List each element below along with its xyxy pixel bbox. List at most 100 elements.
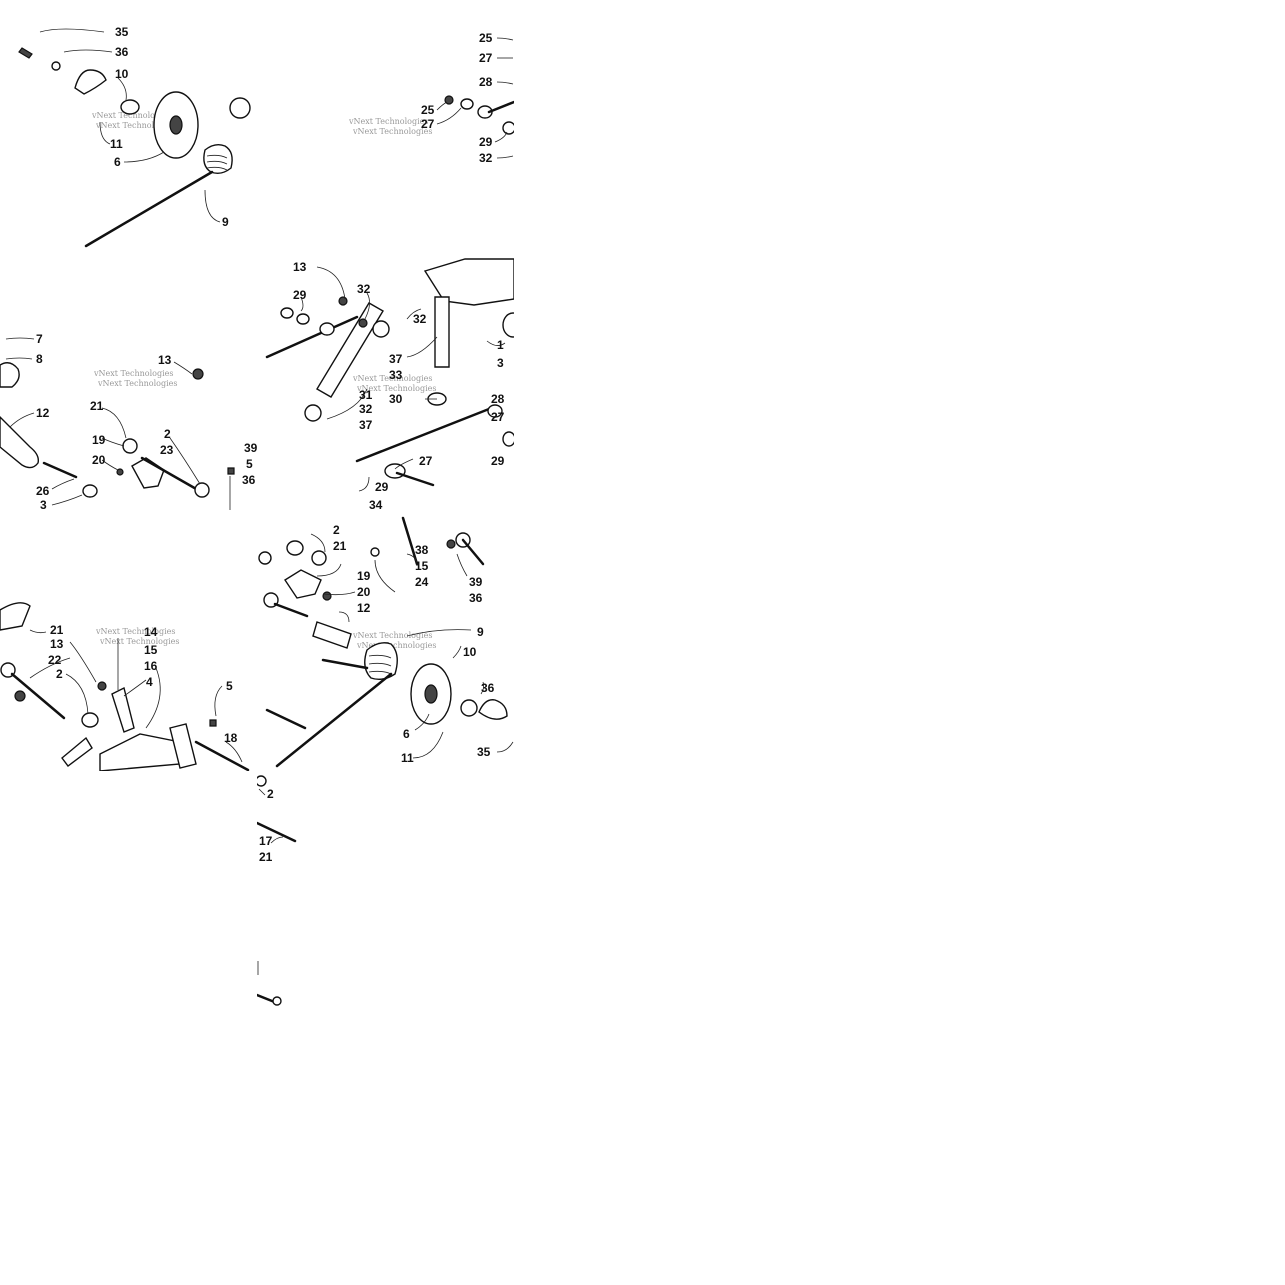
leader-line bbox=[496, 81, 514, 85]
diagram-tile-lower-left: vNext Technologies vNext Technologies 21 bbox=[0, 514, 257, 771]
callout-label: 4 bbox=[146, 675, 153, 689]
bushing-part bbox=[194, 482, 210, 498]
bushing-part bbox=[120, 99, 140, 115]
grease-fitting-part bbox=[227, 467, 235, 475]
watermark: vNext Technologies bbox=[95, 121, 175, 130]
bolt-part bbox=[18, 47, 33, 59]
watermark: vNext Technologies bbox=[97, 379, 177, 388]
tile-1-drawing: vNext Technologies vNext Technologies 35… bbox=[18, 25, 251, 248]
callout-label: 37 bbox=[389, 352, 403, 366]
callout-label: 36 bbox=[115, 45, 129, 59]
washer-part bbox=[370, 547, 380, 557]
leader-line bbox=[65, 673, 89, 715]
callout-label: 9 bbox=[477, 625, 484, 639]
spring-arm-short bbox=[321, 658, 369, 670]
diagram-tile-top-left: vNext Technologies vNext Technologies 35… bbox=[0, 0, 257, 257]
callout-label: 32 bbox=[359, 402, 373, 416]
callout-label: 21 bbox=[259, 850, 273, 864]
leader-line bbox=[214, 685, 223, 717]
leader-line bbox=[51, 478, 75, 490]
callout-label: 14 bbox=[144, 625, 158, 639]
callout-label: 28 bbox=[491, 392, 505, 406]
leader-line bbox=[406, 553, 418, 567]
callout-label: 3 bbox=[40, 498, 47, 512]
leader-line bbox=[99, 121, 111, 145]
cap-part bbox=[478, 699, 508, 720]
bracket-part bbox=[284, 569, 322, 599]
callout-label: 21 bbox=[333, 539, 347, 553]
callout-label: 36 bbox=[242, 473, 256, 487]
callout-label: 33 bbox=[389, 368, 403, 382]
leader-line bbox=[496, 741, 514, 753]
callout-label: 15 bbox=[415, 559, 429, 573]
callout-label: 24 bbox=[415, 575, 429, 589]
leader-line bbox=[496, 37, 514, 41]
grease-fitting-part bbox=[209, 719, 217, 727]
spring-turns bbox=[368, 654, 392, 675]
leader-line bbox=[5, 357, 33, 360]
leader-line bbox=[204, 189, 221, 223]
leader-line bbox=[310, 533, 326, 553]
pin-part bbox=[42, 461, 78, 479]
frame-part bbox=[0, 602, 31, 631]
sleeve-part bbox=[312, 621, 352, 649]
callout-label: 15 bbox=[144, 643, 158, 657]
diagram-tile-center-left: vNext Technologies vNext Technologies 13… bbox=[80, 340, 257, 514]
callout-label: 27 bbox=[491, 410, 505, 424]
leader-line bbox=[117, 77, 127, 101]
callout-label: 12 bbox=[36, 406, 50, 420]
diagram-tile-bottom: 2 17 21 bbox=[257, 771, 317, 1011]
wheel-hub bbox=[424, 684, 438, 704]
callout-label: 29 bbox=[293, 288, 307, 302]
leader-line bbox=[145, 667, 161, 729]
callout-label: 3 bbox=[497, 356, 504, 370]
callout-label: 2 bbox=[267, 787, 274, 801]
leader-line bbox=[326, 388, 368, 420]
leader-line bbox=[29, 657, 71, 679]
leader-line bbox=[316, 266, 346, 300]
tile-4-drawing: vNext Technologies vNext Technologies 13… bbox=[90, 353, 257, 510]
bushing-part bbox=[311, 550, 327, 566]
leader-line bbox=[436, 107, 462, 125]
leader-line bbox=[258, 788, 266, 796]
bushing-part bbox=[502, 121, 514, 135]
leader-line bbox=[173, 361, 193, 375]
bolt-part bbox=[395, 471, 435, 487]
bushing-part bbox=[319, 322, 335, 336]
shock-eye bbox=[304, 404, 322, 422]
callout-label: 30 bbox=[389, 392, 403, 406]
watermark: vNext Technologies bbox=[91, 111, 171, 120]
tile-8-drawing: 2 17 21 bbox=[257, 775, 297, 1006]
callout-label: 2 bbox=[333, 523, 340, 537]
callout-label: 21 bbox=[90, 399, 104, 413]
pin-part bbox=[140, 456, 200, 492]
leader-line bbox=[29, 629, 47, 634]
bushing-part bbox=[122, 438, 138, 454]
bushing-part bbox=[286, 540, 304, 556]
washer-part bbox=[280, 307, 294, 319]
leader-line bbox=[412, 731, 444, 759]
washer-part bbox=[322, 591, 332, 601]
wheel-hub bbox=[169, 115, 183, 135]
callout-label: 13 bbox=[158, 353, 172, 367]
callout-label: 13 bbox=[293, 260, 307, 274]
leader-line bbox=[456, 553, 468, 577]
bushing-part bbox=[487, 404, 503, 418]
callout-label: 7 bbox=[36, 332, 43, 346]
callout-label: 18 bbox=[224, 731, 238, 745]
callout-label: 34 bbox=[369, 498, 383, 512]
watermark: vNext Technologies bbox=[352, 631, 432, 640]
callout-label: 29 bbox=[375, 480, 389, 494]
leader-line bbox=[101, 407, 127, 439]
callout-label: 36 bbox=[469, 591, 483, 605]
callout-label: 20 bbox=[92, 453, 106, 467]
shock-body bbox=[316, 302, 384, 398]
sleeve-part bbox=[0, 416, 40, 469]
pin-part bbox=[273, 602, 309, 618]
leader-line bbox=[414, 713, 430, 731]
callout-label: 23 bbox=[160, 443, 174, 457]
callout-label: 11 bbox=[401, 751, 414, 765]
axle-end bbox=[502, 312, 514, 338]
leader-line bbox=[9, 412, 35, 428]
